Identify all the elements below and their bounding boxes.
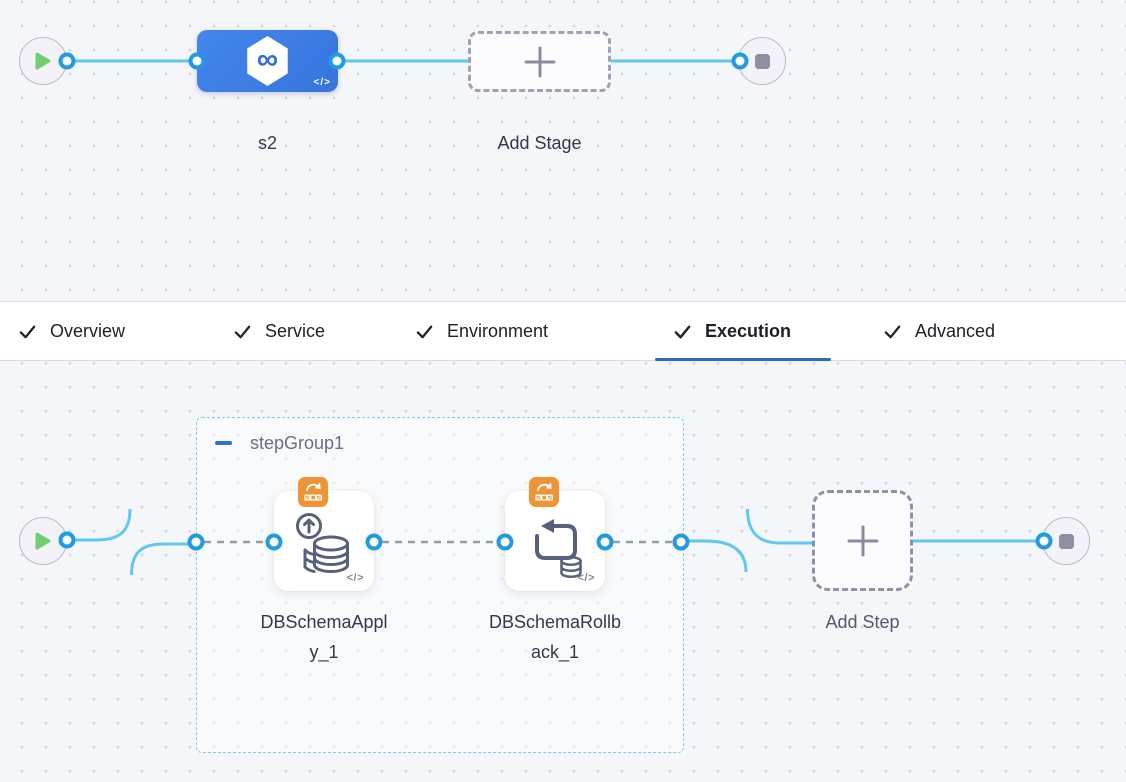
- check-icon: [673, 322, 692, 341]
- stop-icon: [1058, 533, 1074, 549]
- step-group-container[interactable]: stepGroup1: [196, 417, 684, 753]
- execution-start-node: [19, 517, 67, 565]
- connector-port[interactable]: [265, 533, 283, 551]
- connector-port[interactable]: [596, 533, 614, 551]
- yaml-code-icon[interactable]: </>: [346, 572, 364, 584]
- connector-port[interactable]: [188, 52, 206, 70]
- connector-port[interactable]: [187, 533, 205, 551]
- rolling-template-badge-icon: [298, 477, 328, 507]
- add-stage-button[interactable]: [468, 31, 611, 92]
- tab-environment[interactable]: Environment: [397, 302, 574, 360]
- harness-stage-icon: ∞: [247, 36, 288, 86]
- plus-icon: [524, 46, 555, 77]
- connector-port[interactable]: [58, 531, 76, 549]
- collapse-step-group-icon[interactable]: [215, 441, 232, 445]
- stop-icon: [754, 53, 770, 69]
- check-icon: [883, 322, 902, 341]
- rolling-template-badge-icon: [529, 477, 559, 507]
- play-icon: [35, 52, 51, 70]
- stage-name-label: s2: [257, 133, 277, 153]
- step-node-dbschemaapply[interactable]: </>: [274, 477, 374, 591]
- step-group-name[interactable]: stepGroup1: [250, 433, 345, 453]
- connector-port[interactable]: [1035, 532, 1053, 550]
- db-schema-apply-icon: [296, 513, 349, 573]
- plus-icon: [847, 525, 878, 556]
- add-stage-label: Add Stage: [497, 133, 582, 153]
- tab-label: Service: [265, 320, 326, 341]
- yaml-code-icon[interactable]: </>: [577, 572, 595, 584]
- connector-port[interactable]: [328, 52, 346, 70]
- step-name-label: DBSchemaRollback_1: [488, 612, 622, 662]
- connector-port[interactable]: [496, 533, 514, 551]
- tab-overview[interactable]: Overview: [0, 302, 151, 360]
- check-icon: [18, 322, 37, 341]
- step-node-dbschemarollback[interactable]: </>: [505, 477, 605, 591]
- tab-service[interactable]: Service: [215, 302, 351, 360]
- yaml-code-icon[interactable]: </>: [313, 77, 331, 88]
- tab-label: Execution: [705, 320, 792, 341]
- pipeline-end-node: [738, 37, 786, 85]
- connector-port[interactable]: [58, 52, 76, 70]
- check-icon: [415, 322, 434, 341]
- stage-config-tabbar: Overview Service Environment Execution A…: [0, 301, 1126, 361]
- play-icon: [35, 532, 51, 550]
- tab-advanced[interactable]: Advanced: [865, 302, 1021, 360]
- tab-label: Advanced: [915, 320, 996, 341]
- tab-label: Environment: [447, 320, 549, 341]
- stage-node-s2[interactable]: ∞ </>: [197, 30, 338, 92]
- db-schema-rollback-icon: [535, 519, 582, 578]
- connector-port[interactable]: [365, 533, 383, 551]
- check-icon: [233, 322, 252, 341]
- add-step-label: Add Step: [825, 612, 900, 632]
- connector-port[interactable]: [672, 533, 690, 551]
- tab-execution[interactable]: Execution: [655, 302, 832, 361]
- add-step-button[interactable]: [812, 490, 913, 591]
- connector-port[interactable]: [731, 52, 749, 70]
- step-name-label: DBSchemaApply_1: [260, 612, 388, 662]
- tab-label: Overview: [50, 320, 126, 341]
